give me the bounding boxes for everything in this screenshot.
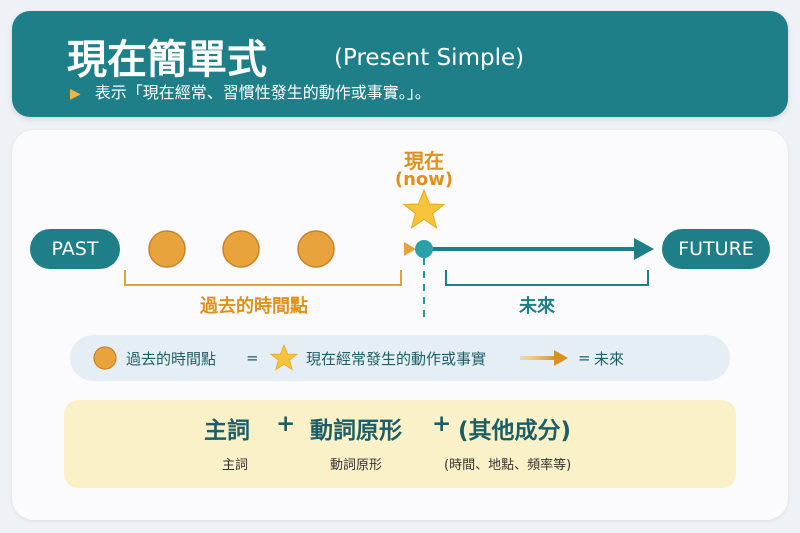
header-banner: 現在簡單式 (Present Simple) ▶ 表示「現在經常、習慣性發生的動作… (12, 11, 788, 117)
formula-other: (其他成分) (458, 418, 572, 444)
past-arrowhead (404, 242, 416, 256)
legend-equals-1: = (246, 349, 259, 367)
star-icon (270, 344, 298, 371)
future-pill: FUTURE (662, 229, 770, 269)
legend-bar: 過去的時間點 = 現在經常發生的動作或事實 = 未來 (70, 335, 730, 381)
legend-equals-2: = (578, 349, 591, 367)
now-star-icon (402, 188, 446, 230)
formula-plus-2: + (432, 411, 452, 437)
past-point-3 (297, 230, 335, 268)
formula-verb: 動詞原形 (310, 418, 402, 444)
past-pill: PAST (30, 229, 120, 269)
legend-future-label: 未來 (594, 349, 625, 368)
timeline-diagram (120, 188, 654, 320)
subtitle-row: ▶ 表示「現在經常、習慣性發生的動作或事實。」。 (70, 79, 431, 103)
page-title: 現在簡單式 (67, 37, 267, 83)
formula-plus-1: + (276, 411, 296, 437)
formula-subject: 主詞 (204, 418, 250, 444)
page-title-english: (Present Simple) (334, 45, 525, 71)
legend-dot-label: 過去的時間點 (126, 349, 217, 368)
formula-other-sub: (時間、地點、頻率等) (444, 458, 572, 473)
past-range-bracket (124, 270, 402, 286)
legend-arrow-item (520, 335, 570, 381)
legend-star-item: 現在經常發生的動作或事實 (270, 335, 486, 381)
future-range-label: 未來 (519, 296, 555, 317)
past-point-2 (222, 230, 260, 268)
arrow-right-icon (520, 350, 568, 366)
play-icon: ▶ (70, 86, 81, 102)
formula-subject-sub: 主詞 (222, 458, 249, 473)
future-arrowhead (634, 238, 654, 260)
past-range-label: 過去的時間點 (200, 296, 308, 317)
formula-verb-sub: 動詞原形 (330, 458, 383, 473)
future-range-bracket (445, 270, 649, 286)
legend-star-label: 現在經常發生的動作或事實 (306, 349, 487, 368)
dot-icon (93, 346, 117, 370)
legend-dot-item: 過去的時間點 (92, 335, 216, 381)
now-label-zh: 現在 (404, 149, 444, 173)
now-label-en: (now) (394, 169, 454, 190)
subtitle-text: 表示「現在經常、習慣性發生的動作或事實。」。 (94, 83, 431, 102)
past-point-1 (148, 230, 186, 268)
now-point (415, 240, 433, 258)
formula-box: 主詞 + 動詞原形 + (其他成分) 主詞 動詞原形 (時間、地點、頻率等) (64, 400, 736, 488)
